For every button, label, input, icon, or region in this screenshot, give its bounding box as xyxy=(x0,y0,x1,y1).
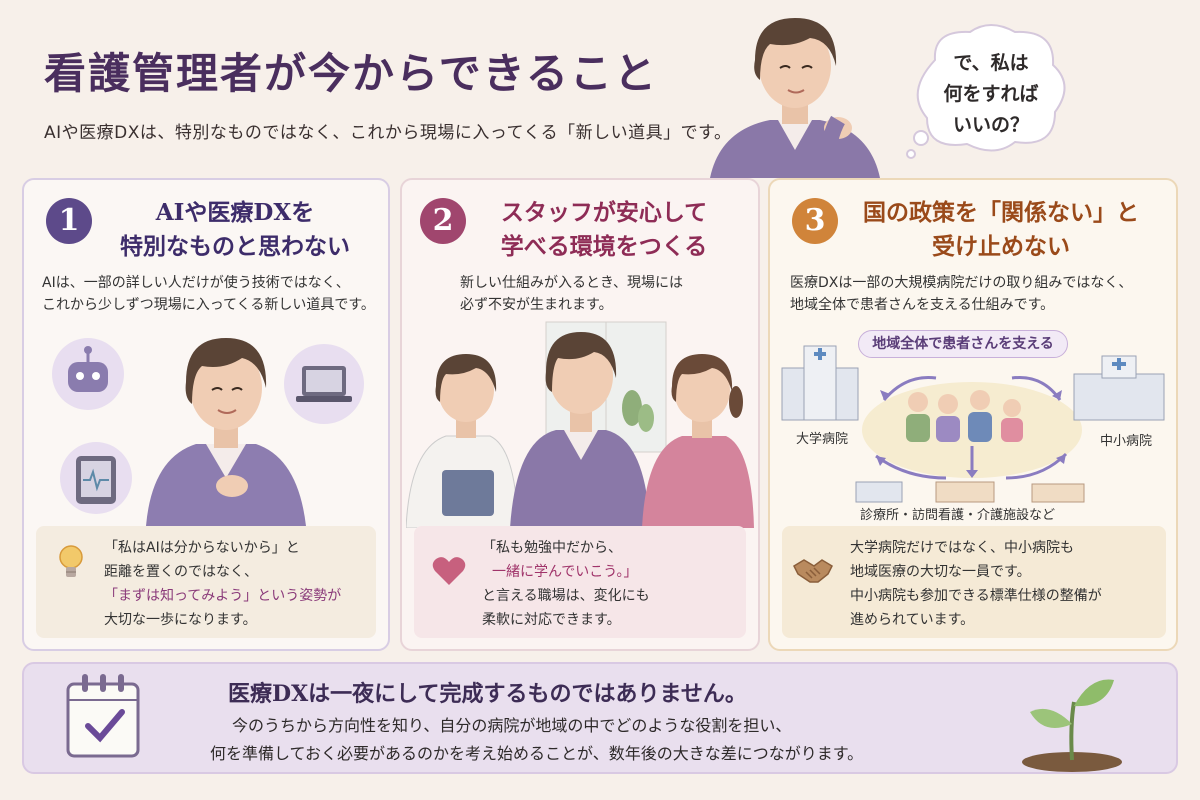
thought-bubble xyxy=(906,24,1066,159)
card-2-note: 「私も勉強中だから、 一緒に学んでいこう。」 と言える職場は、変化にも 柔軟に対… xyxy=(414,526,746,638)
card-1-note-line-1: 「私はAIは分からないから」と xyxy=(104,540,300,556)
card-1-title: AIや医療DXを 特別なものと思わない xyxy=(100,196,370,264)
card-1-body-line-1: AIは、一部の詳しい人だけが使う技術ではなく、 xyxy=(42,275,350,291)
calendar-check-icon xyxy=(66,674,140,758)
plant-decoration xyxy=(622,390,654,432)
card-1-title-line-2: 特別なものと思わない xyxy=(120,233,350,260)
footer-line-2: 何を準備しておく必要があるのかを考え始めることが、数年後の大きな差につながります… xyxy=(210,744,864,763)
card-1-note: 「私はAIは分からないから」と 距離を置くのではなく、 「まずは知ってみよう」と… xyxy=(36,526,376,638)
small-hospital-label: 中小病院 xyxy=(1100,434,1153,449)
card-2-note-line-4: 柔軟に対応できます。 xyxy=(482,612,621,628)
clinic-icons xyxy=(855,481,1085,503)
card-3-note-line-1: 大学病院だけではなく、中小病院も xyxy=(850,540,1074,556)
clinic-care-label: 診療所・訪問看護・介護施設など xyxy=(860,508,1056,523)
robot-icon xyxy=(68,346,108,392)
community-support-label: 地域全体で患者さんを支える xyxy=(858,330,1068,358)
card-3-note-line-3: 中小病院も参加できる標準仕様の整備が xyxy=(850,588,1102,604)
small-hospital-icon xyxy=(1073,355,1165,421)
thought-line-3: いいの？ xyxy=(952,114,1029,136)
card-3-note-line-4: 進められています。 xyxy=(850,612,975,628)
card-2-title-line-2: 学べる環境をつくる xyxy=(500,233,708,260)
card-2-note-line-3: と言える職場は、変化にも xyxy=(482,588,650,604)
card-3-note-line-2: 地域医療の大切な一員です。 xyxy=(850,564,1031,580)
card-3-body: 医療DXは一部の大規模病院だけの取り組みではなく、 地域全体で患者さんを支える仕… xyxy=(790,272,1170,316)
card-1-illustration xyxy=(52,338,364,526)
card-2-body-line-2: 必ず不安が生まれます。 xyxy=(460,297,613,313)
card-3-title-line-1: 国の政策を「関係ない」と xyxy=(863,199,1139,226)
card-3-body-line-1: 医療DXは一部の大規模病院だけの取り組みではなく、 xyxy=(790,275,1133,291)
footer-line-1: 今のうちから方向性を知り、自分の病院が地域の中でどのような役割を担い、 xyxy=(232,716,792,735)
thought-bubble-text: で、私は 何をすれば いいの？ xyxy=(918,48,1064,141)
tablet-icon xyxy=(76,456,116,504)
card-1-note-line-3: 「まずは知ってみよう」という姿勢が xyxy=(104,588,342,604)
card-1-title-line-1: AIや医療DXを xyxy=(155,199,315,226)
page-subtitle: AIや医療DXは、特別なものではなく、これから現場に入ってくる「新しい道具」です… xyxy=(44,123,732,143)
card-3-title: 国の政策を「関係ない」と 受け止めない xyxy=(846,196,1156,264)
patients-group-icon xyxy=(906,390,1023,442)
card-3-number: 3 xyxy=(792,198,838,244)
university-hospital-icon xyxy=(781,345,859,421)
card-2-number: 2 xyxy=(420,198,466,244)
page-title: 看護管理者が今からできること xyxy=(44,49,658,98)
laptop-icon xyxy=(296,366,352,402)
university-hospital-label: 大学病院 xyxy=(796,432,849,447)
footer-panel xyxy=(22,662,1178,774)
card-3-body-line-2: 地域全体で患者さんを支える仕組みです。 xyxy=(790,297,1055,313)
card-3-note: 大学病院だけではなく、中小病院も 地域医療の大切な一員です。 中小病院も参加でき… xyxy=(782,526,1166,638)
footer-title: 医療DXは一夜にして完成するものではありません。 xyxy=(228,681,747,707)
card-1-body: AIは、一部の詳しい人だけが使う技術ではなく、 これから少しずつ現場に入ってくる… xyxy=(42,272,382,316)
regional-care-diagram xyxy=(781,345,1165,503)
card-1-note-line-2: 距離を置くのではなく、 xyxy=(104,564,258,580)
thinking-manager-illustration xyxy=(710,18,880,178)
card-2-title: スタッフが安心して 学べる環境をつくる xyxy=(474,196,734,264)
card-2-illustration xyxy=(406,321,754,528)
heart-icon xyxy=(432,557,466,585)
card-3-title-line-2: 受け止めない xyxy=(932,233,1070,260)
card-2-note-line-2: 一緒に学んでいこう。」 xyxy=(492,564,638,580)
sprout-icon xyxy=(1022,679,1122,772)
card-2-body-line-1: 新しい仕組みが入るとき、現場には xyxy=(460,275,684,291)
card-1-note-line-4: 大切な一歩になります。 xyxy=(104,612,257,628)
card-2-body: 新しい仕組みが入るとき、現場には 必ず不安が生まれます。 xyxy=(460,272,750,316)
thought-line-1: で、私は xyxy=(953,52,1029,74)
card-1-number: 1 xyxy=(46,198,92,244)
card-2-note-line-1: 「私も勉強中だから、 xyxy=(482,540,622,556)
handshake-icon xyxy=(793,559,833,583)
card-1-body-line-2: これから少しずつ現場に入ってくる新しい道具です。 xyxy=(42,297,375,313)
card-2-title-line-1: スタッフが安心して xyxy=(500,199,708,226)
lightbulb-icon xyxy=(59,545,83,577)
thought-line-2: 何をすれば xyxy=(943,83,1039,105)
